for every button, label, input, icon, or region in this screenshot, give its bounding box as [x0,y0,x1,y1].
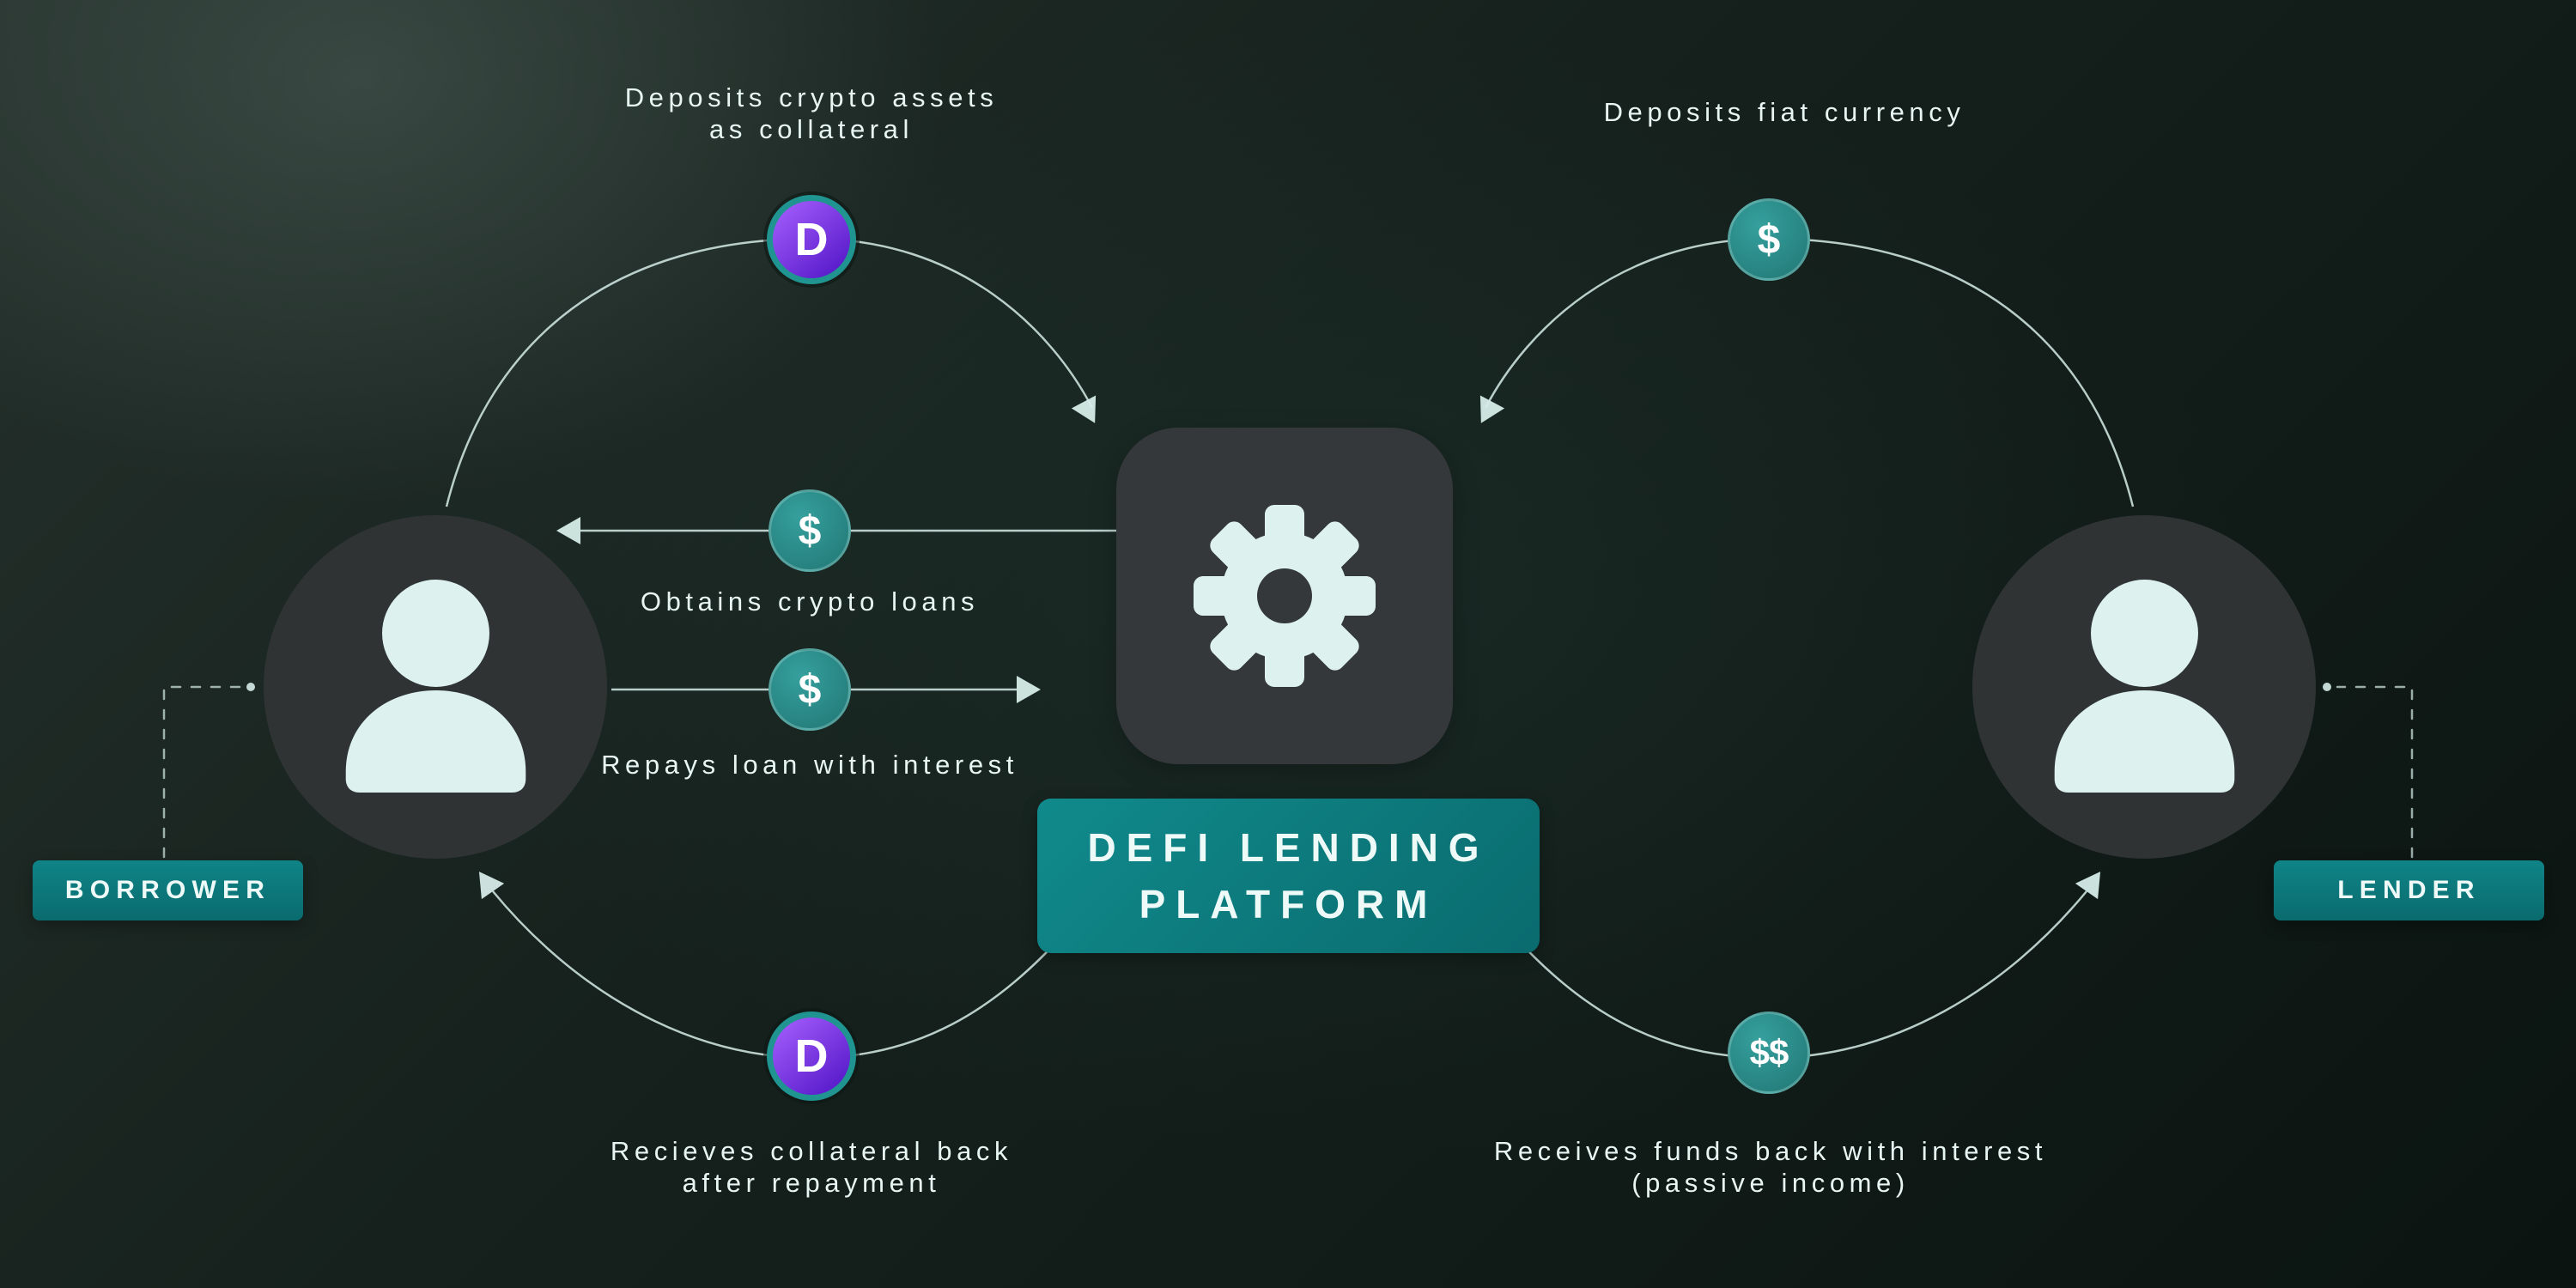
platform-card [1116,428,1453,764]
arrowhead-obtain-loans [556,517,580,544]
lender-avatar [1972,515,2316,859]
flow-arc-deposit-fiat [1484,237,2135,507]
deposit-fiat-label: Deposits fiat currency [1603,97,1965,127]
platform-badge-line1: DEFI LENDING [1087,825,1490,870]
lender-badge: LENDER [2274,860,2544,920]
d-coin-icon: D [767,195,856,284]
dollar-coin-icon: $ [769,489,851,572]
dollar-symbol: $ [798,507,822,554]
person-icon [2054,580,2234,793]
dollar-coin-icon: $ [1728,198,1810,281]
borrower-badge: BORROWER [33,860,303,920]
dollar-symbol: $ [798,666,822,713]
d-coin-symbol: D [794,214,829,265]
borrower-connector-dot [246,683,255,691]
d-coin-icon: D [767,1012,856,1101]
arrowhead-receive-collateral [478,872,505,900]
repay-loan-label: Repays loan with interest [601,750,1018,780]
d-coin-symbol: D [794,1030,829,1082]
arrowhead-deposit-collateral [1071,395,1097,423]
lender-connector-dot [2323,683,2331,691]
deposit-collateral-line1: Deposits crypto assets [624,82,999,112]
deposit-collateral-label: Deposits crypto assets as collateral [511,82,1112,145]
flow-arc-deposit-collateral [445,237,1094,507]
deposit-collateral-line2: as collateral [709,114,914,144]
arrowhead-receive-funds [2075,872,2101,900]
dollar-coin-icon: $ [769,648,851,731]
arrowhead-deposit-fiat [1479,395,1505,423]
arrowhead-repay-loan [1017,676,1041,703]
double-dollar-symbol: $$ [1749,1032,1789,1072]
person-icon [345,580,526,793]
receive-collateral-line1: Recieves collateral back [610,1136,1013,1166]
platform-badge-line2: PLATFORM [1139,882,1438,927]
lender-badge-connector [2336,685,2414,859]
receive-funds-line1: Receives funds back with interest [1493,1136,2048,1166]
receive-collateral-line2: after repayment [682,1168,941,1198]
double-dollar-coin-icon: $$ [1728,1012,1810,1094]
platform-badge: DEFI LENDING PLATFORM [1037,799,1540,953]
receive-funds-line2: (passive income) [1631,1168,1910,1198]
receive-collateral-label: Recieves collateral back after repayment [468,1135,1155,1199]
obtain-loans-label: Obtains crypto loans [640,586,980,617]
borrower-avatar [264,515,607,859]
dollar-symbol: $ [1757,216,1781,263]
borrower-badge-connector [162,685,242,859]
receive-funds-label: Receives funds back with interest (passi… [1358,1135,2183,1199]
gear-icon [1194,505,1376,687]
